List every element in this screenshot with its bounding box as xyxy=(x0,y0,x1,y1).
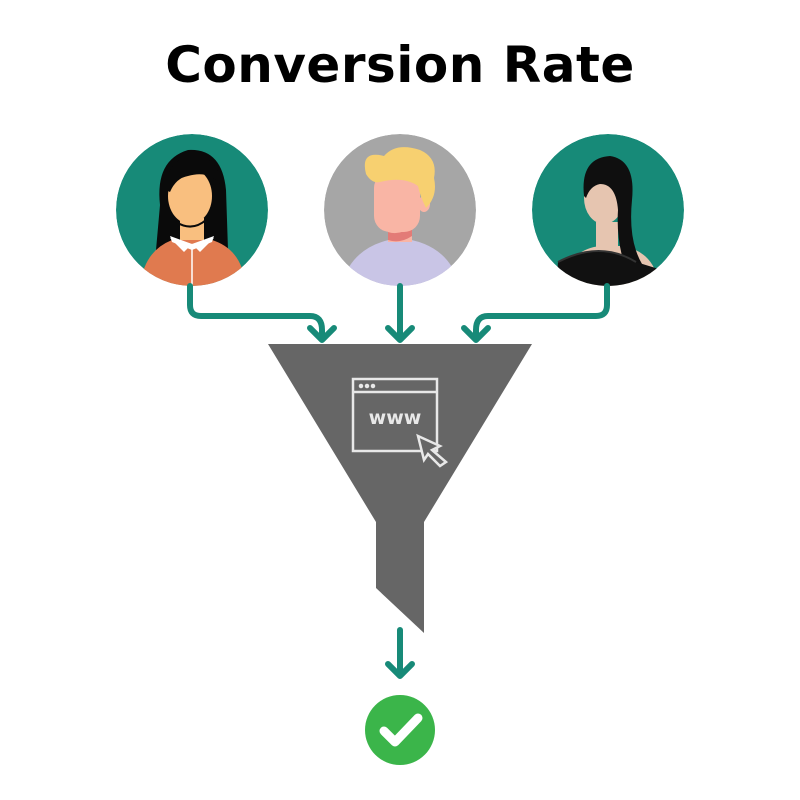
cursor-icon xyxy=(416,433,449,468)
page-title: Conversion Rate xyxy=(165,36,635,94)
arrow-left-head-icon xyxy=(307,325,337,343)
arrow-left-connector xyxy=(187,283,325,341)
avatar-man-blond xyxy=(324,134,476,286)
arrow-center-head-icon xyxy=(385,325,415,343)
www-text: www xyxy=(369,407,422,429)
arrow-right-head-icon xyxy=(461,325,491,343)
avatar-woman-black-top xyxy=(532,134,684,286)
arrow-bottom-head-icon xyxy=(385,661,415,679)
funnel-shape xyxy=(268,344,532,633)
check-circle-icon xyxy=(365,695,435,765)
flow-arrows xyxy=(187,283,610,343)
browser-www-click-icon xyxy=(351,377,449,468)
arrow-bottom xyxy=(385,627,415,679)
arrow-right-connector xyxy=(473,283,610,341)
avatar-woman-orange-shirt xyxy=(116,134,268,286)
